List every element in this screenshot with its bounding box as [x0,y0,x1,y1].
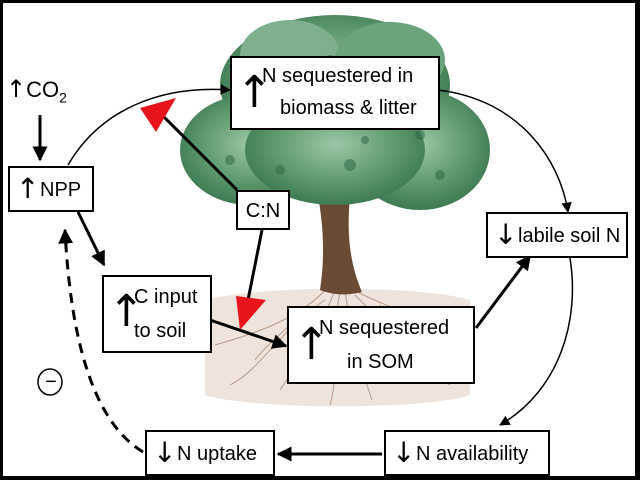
co2-label: ↑CO2 [6,74,67,112]
arrow-uptake-to-npp-feedback [58,228,144,454]
red-triangle-som [236,296,266,330]
arrow-npp-to-biomass [67,84,232,166]
n-som-line1: N sequestered [319,317,450,339]
npp-label: NPP [40,179,82,201]
labile-soil-n-label: labile soil N [518,225,621,247]
node-npp: ↑ NPP [8,166,94,212]
arrow-c-input-to-som [209,318,288,349]
node-n-availability: ↓ N availability [384,430,550,476]
cn-label: C:N [245,200,281,222]
up-arrow-icon: ↑ [16,172,40,205]
feedback-negative-symbol [37,368,63,396]
node-n-uptake: ↓ N uptake [145,430,275,476]
n-som-line2: in SOM [347,351,414,373]
feedback-negative-label: − [45,371,57,393]
node-n-biomass: ↑ N sequestered in biomass & litter [230,56,440,130]
node-labile-soil-n: ↓ labile soil N [486,212,628,258]
node-c-input: ↑ C input to soil [102,275,212,353]
arrow-biomass-to-labile [437,89,572,214]
up-arrow-icon: ↑ [108,286,145,337]
up-arrow-icon: ↑ [293,319,330,370]
n-availability-label: N availability [416,443,529,465]
n-uptake-label: N uptake [177,443,258,465]
co2-subscript: 2 [59,89,67,106]
n-biomass-line2: biomass & litter [280,97,417,119]
down-arrow-icon: ↓ [392,436,416,469]
c-input-line1: C input [134,286,198,308]
arrow-som-to-labile [474,254,532,329]
arrow-labile-to-availability [499,257,574,426]
n-biomass-line1: N sequestered in [262,65,414,87]
arrow-cn-to-biomass [160,113,239,192]
node-cn: C:N [236,190,290,230]
down-arrow-icon: ↓ [494,218,518,251]
arrow-cn-to-som [246,229,264,301]
down-arrow-icon: ↓ [153,436,177,469]
co2-text: CO [26,77,60,102]
arrow-npp-to-c-input [76,211,106,267]
up-arrow-icon: ↑ [236,67,273,118]
red-triangle-biomass [140,98,176,132]
c-input-line2: to soil [134,320,187,342]
node-n-som: ↑ N sequestered in SOM [287,306,475,384]
up-arrow-icon: ↑ [6,75,27,103]
